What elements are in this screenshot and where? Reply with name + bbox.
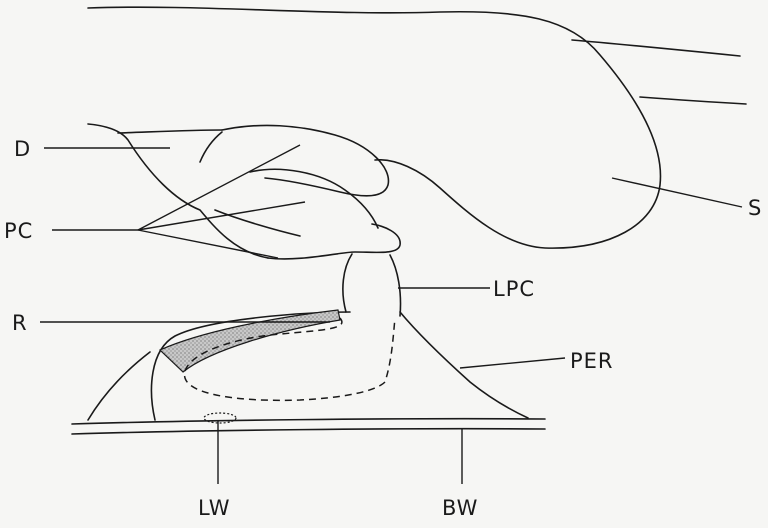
leader-lines (40, 145, 742, 484)
s-structure (88, 7, 746, 248)
label-per: PER (570, 349, 614, 373)
label-bw: BW (442, 496, 478, 520)
label-s: S (748, 196, 762, 220)
pc-structures (215, 125, 400, 259)
label-lpc: LPC (493, 277, 535, 301)
label-d: D (14, 137, 31, 161)
r-stippled-band (160, 310, 340, 372)
lpc-structure (343, 254, 401, 316)
label-r: R (12, 311, 28, 335)
label-pc: PC (4, 219, 33, 243)
label-lw: LW (198, 496, 231, 520)
bw-base (72, 419, 545, 434)
lower-body (88, 310, 528, 423)
